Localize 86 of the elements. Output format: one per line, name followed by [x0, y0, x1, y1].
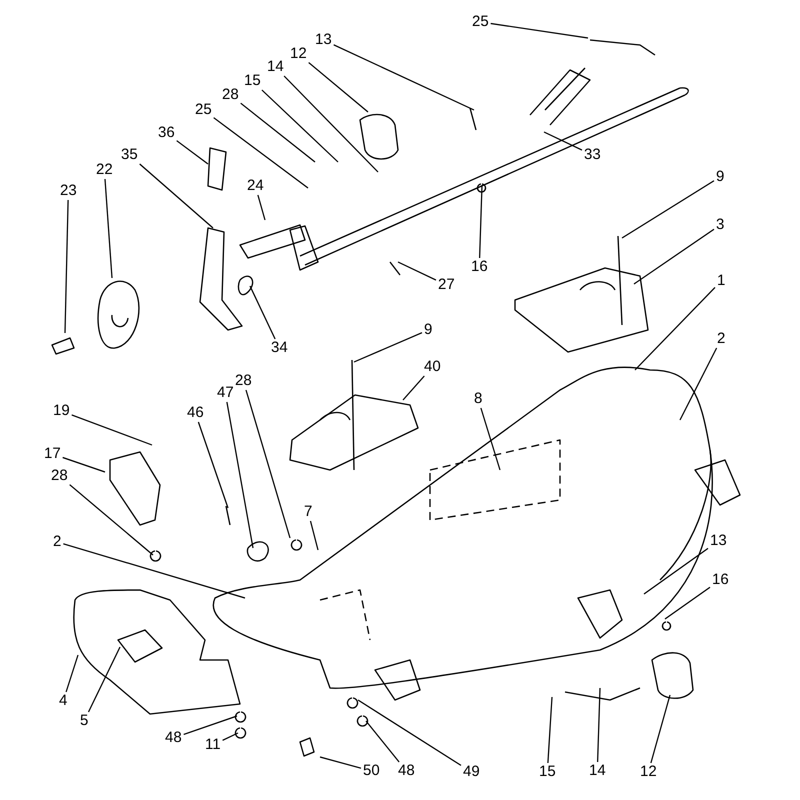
callout-number: 9 — [424, 322, 432, 338]
leader-line — [358, 700, 462, 766]
callout-number: 25 — [472, 14, 489, 30]
callout-number: 33 — [584, 147, 601, 163]
callout-number: 49 — [463, 764, 480, 780]
callout-number: 7 — [304, 504, 312, 520]
callout-number: 13 — [315, 32, 332, 48]
callout-number: 36 — [158, 125, 175, 141]
callout-number: 28 — [222, 87, 239, 103]
callout-number: 9 — [716, 169, 724, 185]
leader-line — [634, 286, 716, 370]
callout-number: 50 — [363, 763, 380, 779]
leader-line — [354, 332, 422, 363]
leader-line — [644, 548, 708, 594]
callout-number: 25 — [195, 102, 212, 118]
leader-line — [64, 200, 69, 334]
leader-line — [310, 520, 319, 550]
callout-number: 34 — [271, 340, 288, 356]
leader-line — [66, 654, 79, 692]
leader-line — [213, 117, 308, 188]
callout-number: 46 — [187, 405, 204, 421]
callout-number: 16 — [712, 572, 729, 588]
callout-number: 19 — [53, 403, 70, 419]
callout-number: 22 — [96, 162, 113, 178]
callout-number: 17 — [44, 446, 61, 462]
callout-number: 4 — [59, 693, 68, 709]
callout-number: 2 — [717, 331, 726, 347]
leader-line — [245, 390, 291, 538]
callout-number: 35 — [121, 147, 138, 163]
callout-number: 28 — [235, 373, 252, 389]
leader-line — [547, 696, 553, 764]
callout-number: 2 — [53, 534, 62, 550]
leader-line — [69, 484, 154, 556]
leader-line — [139, 164, 214, 228]
leader-line — [63, 543, 246, 599]
leader-line — [622, 180, 714, 238]
leader-line — [249, 286, 276, 340]
callout-number: 14 — [267, 59, 284, 75]
leader-line — [284, 76, 378, 172]
leader-line — [222, 732, 238, 741]
callout-number: 15 — [539, 764, 556, 780]
leader-line — [320, 756, 362, 769]
callout-number: 23 — [60, 183, 77, 199]
leader-line — [333, 44, 474, 111]
leader-line — [597, 688, 601, 762]
leader-line — [104, 178, 113, 278]
callout-number: 12 — [640, 764, 657, 780]
leader-line — [62, 456, 106, 473]
leader-line — [480, 408, 501, 470]
callout-number: 24 — [247, 178, 264, 194]
callout-number: 11 — [205, 737, 221, 753]
callout-number: 13 — [710, 533, 727, 549]
leader-line — [261, 90, 338, 162]
callout-number: 48 — [165, 730, 182, 746]
leader-line — [88, 646, 121, 712]
callout-number: 15 — [244, 73, 261, 89]
leader-line — [257, 194, 266, 220]
leader-line — [71, 414, 152, 446]
leader-line — [184, 715, 238, 735]
leader-line — [308, 62, 368, 112]
leader-line — [490, 22, 588, 39]
callout-number: 40 — [424, 359, 441, 375]
callout-number: 28 — [51, 468, 68, 484]
leader-line — [634, 228, 714, 284]
leader-line — [198, 422, 229, 508]
callout-number: 47 — [217, 385, 234, 401]
leader-line — [402, 376, 425, 400]
callout-number: 27 — [438, 277, 455, 293]
leader-line — [664, 586, 710, 620]
callout-number: 12 — [290, 46, 307, 62]
callout-number: 48 — [398, 763, 415, 779]
callout-number: 1 — [717, 273, 726, 289]
callout-number: 8 — [474, 391, 482, 407]
leader-line — [240, 102, 316, 162]
leader-line — [679, 348, 718, 420]
leader-line — [544, 131, 582, 151]
leader-line — [398, 261, 436, 281]
leader-line — [650, 694, 671, 764]
leader-line — [479, 184, 483, 258]
callout-number: 5 — [80, 713, 88, 729]
callout-number: 3 — [716, 217, 724, 233]
leader-line — [366, 720, 400, 762]
callout-number: 16 — [471, 259, 488, 275]
leader-line — [226, 402, 254, 548]
leader-line — [176, 140, 208, 164]
callout-number: 14 — [589, 763, 606, 779]
